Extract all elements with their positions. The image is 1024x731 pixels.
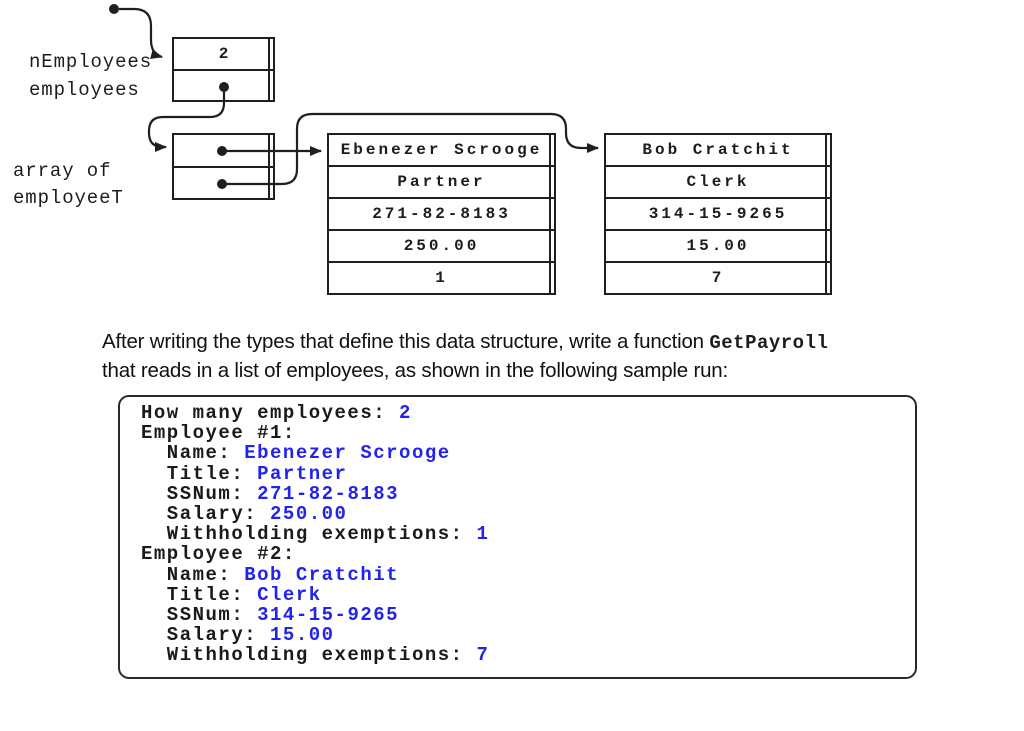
- console-user-input: 271-82-8183: [257, 482, 400, 505]
- cell-nemployees: 2: [174, 39, 273, 69]
- array-box-employeet: [172, 133, 275, 200]
- console-prompt: Salary:: [141, 624, 271, 647]
- label-array-of: array of: [13, 160, 112, 182]
- sample-run-console: How many employees: 2 Employee #1: Name:…: [118, 395, 917, 679]
- record-employee-2: Bob Cratchit Clerk 314-15-9265 15.00 7: [604, 133, 832, 295]
- console-line: Withholding exemptions: 7: [141, 645, 905, 665]
- console-line: Name: Ebenezer Scrooge: [141, 443, 905, 463]
- record-1-exemptions: 1: [329, 261, 554, 293]
- record-1-ssnum: 271-82-8183: [329, 197, 554, 229]
- console-user-input: Bob Cratchit: [244, 563, 400, 586]
- console-prompt: SSNum:: [141, 482, 258, 505]
- console-line: Salary: 15.00: [141, 625, 905, 645]
- console-line: Salary: 250.00: [141, 504, 905, 524]
- console-line: Title: Clerk: [141, 585, 905, 605]
- record-2-name: Bob Cratchit: [642, 141, 794, 159]
- console-user-input: 250.00: [270, 503, 348, 526]
- console-user-input: 1: [476, 523, 490, 546]
- record-2-ssnum: 314-15-9265: [606, 197, 830, 229]
- label-employees: employees: [29, 79, 140, 101]
- record-1-salary: 250.00: [329, 229, 554, 261]
- console-user-input: 15.00: [270, 624, 335, 647]
- console-prompt: Employee #1:: [141, 422, 296, 445]
- console-line: Employee #1:: [141, 423, 905, 443]
- console-line: Name: Bob Cratchit: [141, 565, 905, 585]
- paragraph-line-1: After writing the types that define this…: [102, 330, 828, 354]
- console-prompt: Withholding exemptions:: [141, 523, 477, 546]
- console-line: SSNum: 271-82-8183: [141, 484, 905, 504]
- variable-box-nemployees-employees: 2: [172, 37, 275, 102]
- label-n-employees: nEmployees: [29, 51, 153, 73]
- console-prompt: Title:: [141, 462, 258, 485]
- connector-origin-to-counter-box: [119, 7, 163, 59]
- console-prompt: Name:: [141, 442, 245, 465]
- console-prompt: Salary:: [141, 503, 271, 526]
- console-line: How many employees: 2: [141, 403, 905, 423]
- console-user-input: 7: [476, 644, 490, 667]
- paragraph-text-1: After writing the types that define this…: [102, 330, 710, 353]
- console-line: Employee #2:: [141, 544, 905, 564]
- record-2-salary: 15.00: [606, 229, 830, 261]
- console-user-input: Partner: [257, 462, 348, 485]
- cell-employees-pointer: [174, 68, 273, 101]
- pointer-dot-origin: [109, 4, 119, 14]
- console-user-input: Clerk: [257, 583, 322, 606]
- console-prompt: Title:: [141, 583, 258, 606]
- nemployees-value: 2: [218, 44, 229, 63]
- console-prompt: Name:: [141, 563, 245, 586]
- record-2-exemptions: 7: [606, 261, 830, 293]
- console-prompt: How many employees:: [141, 402, 400, 424]
- console-line: SSNum: 314-15-9265: [141, 605, 905, 625]
- label-employee-t: employeeT: [13, 187, 124, 209]
- array-cell-0-pointer: [174, 135, 273, 166]
- paragraph-line-2: that reads in a list of employees, as sh…: [102, 359, 728, 383]
- console-user-input: 2: [399, 402, 412, 424]
- console-prompt: SSNum:: [141, 604, 258, 627]
- console-prompt: Withholding exemptions:: [141, 644, 477, 667]
- record-1-title: Partner: [329, 165, 554, 197]
- console-user-input: 314-15-9265: [257, 604, 400, 627]
- record-1-name: Ebenezer Scrooge: [340, 141, 543, 159]
- console-user-input: Ebenezer Scrooge: [244, 442, 451, 465]
- console-prompt: Employee #2:: [141, 543, 296, 566]
- console-line: Withholding exemptions: 1: [141, 524, 905, 544]
- record-employee-1: Ebenezer Scrooge Partner 271-82-8183 250…: [327, 133, 556, 295]
- record-2-title: Clerk: [606, 165, 830, 197]
- inline-code-getpayroll: GetPayroll: [709, 332, 829, 354]
- console-line: Title: Partner: [141, 464, 905, 484]
- paragraph-text-2: that reads in a list of employees, as sh…: [102, 359, 728, 382]
- array-cell-1-pointer: [174, 165, 273, 199]
